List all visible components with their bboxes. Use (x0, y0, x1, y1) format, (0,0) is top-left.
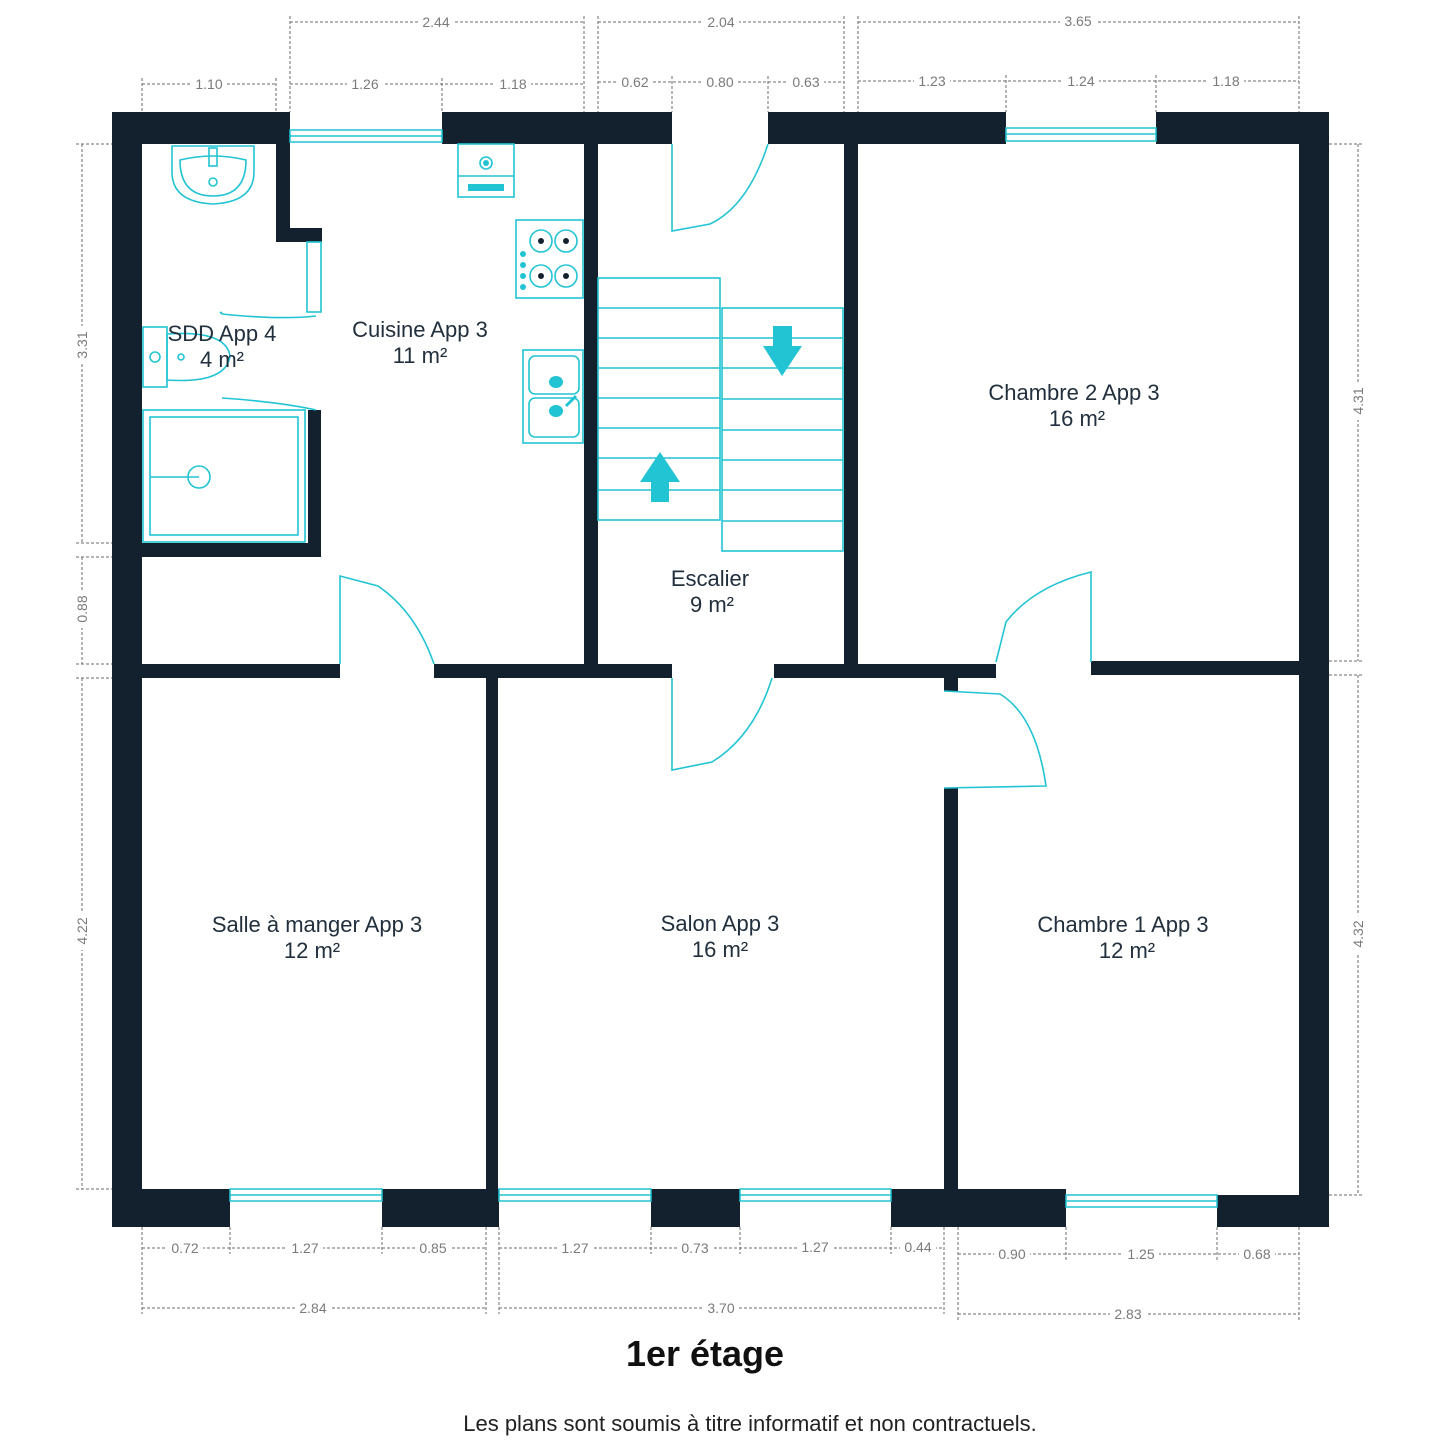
dim-bottom-detail-3: 0.85 (419, 1240, 446, 1256)
room-name-chambre1: Chambre 1 App 3 (1037, 912, 1208, 937)
dim-bottom-detail-5: 0.73 (681, 1240, 708, 1256)
room-area-chambre2: 16 m² (1049, 406, 1105, 431)
dimension-labels: 2.44 2.04 3.65 1.10 1.26 1.18 0.62 0.80 … (73, 12, 1367, 1322)
dim-bottom-detail-1: 0.72 (171, 1240, 198, 1256)
door-chambre2 (995, 570, 1092, 663)
kitchen-sink (522, 349, 584, 444)
dim-left-1: 3.31 (74, 331, 90, 358)
wall-bottom-5 (1217, 1195, 1329, 1227)
wall-mid-3 (774, 664, 996, 678)
room-name-escalier: Escalier (671, 566, 749, 591)
dim-top-detail-2: 1.26 (351, 76, 378, 92)
dim-top-overall-1: 2.44 (422, 14, 449, 30)
dim-bottom-detail-9: 1.25 (1127, 1246, 1154, 1262)
door-sdd-frame (306, 241, 322, 313)
dim-bottom-overall-1: 2.84 (299, 1300, 326, 1316)
door-sdd (221, 313, 317, 319)
dim-top-overall-3: 3.65 (1064, 13, 1091, 29)
room-name-sdd: SDD App 4 (168, 321, 277, 346)
wall-top-2 (442, 112, 672, 144)
wall-mid-4 (1091, 661, 1299, 675)
room-area-sdd: 4 m² (200, 347, 244, 372)
dim-right-1: 4.31 (1350, 387, 1366, 414)
wall-right (1299, 112, 1329, 1227)
door-sdd-stub (219, 311, 223, 315)
walls (112, 112, 1329, 1227)
room-area-cuisine: 11 m² (393, 343, 448, 368)
doors (219, 143, 1092, 789)
wall-salon-chambre1-top (944, 664, 958, 691)
washbasin (171, 145, 255, 205)
dim-top-detail-3: 1.18 (499, 76, 526, 92)
dim-top-detail-1: 1.10 (195, 76, 222, 92)
wall-bottom-2 (382, 1189, 499, 1227)
door-stairs-entry (671, 143, 769, 232)
room-name-salle-a-manger: Salle à manger App 3 (212, 912, 422, 937)
room-name-chambre2: Chambre 2 App 3 (988, 380, 1159, 405)
wall-salon-chambre1 (944, 788, 958, 1227)
door-kitchen (339, 574, 435, 665)
dim-bottom-detail-2: 1.27 (291, 1240, 318, 1256)
wall-sdd-upper (276, 144, 290, 242)
wall-kitchen-stairs (584, 144, 598, 678)
wall-bottom-1 (112, 1189, 230, 1227)
dim-bottom-detail-8: 0.90 (998, 1246, 1025, 1262)
fixtures (142, 143, 844, 552)
dim-bottom-detail-6: 1.27 (801, 1239, 828, 1255)
wall-sdd-ledge (276, 228, 322, 242)
arrow-up-icon (640, 452, 680, 502)
staircase (597, 277, 844, 552)
door-sdd-lower (221, 397, 317, 411)
dim-left-2: 0.88 (74, 595, 90, 622)
room-area-salle-a-manger: 12 m² (284, 938, 340, 963)
disclaimer-text: Les plans sont soumis à titre informatif… (463, 1411, 1037, 1436)
dim-bottom-detail-10: 0.68 (1243, 1246, 1270, 1262)
dim-left-3: 4.22 (74, 917, 90, 944)
room-area-salon: 16 m² (692, 937, 748, 962)
room-name-cuisine: Cuisine App 3 (352, 317, 488, 342)
dim-top-overall-2: 2.04 (707, 14, 734, 30)
floor-title: 1er étage (625, 1333, 785, 1374)
wall-bottom-4 (891, 1189, 1066, 1227)
room-area-chambre1: 12 m² (1099, 938, 1155, 963)
wall-bottom-3 (651, 1189, 740, 1227)
oven (457, 143, 515, 198)
wall-sdd-bottom (142, 543, 321, 557)
windows (229, 127, 1218, 1208)
dim-bottom-detail-7: 0.44 (904, 1239, 931, 1255)
dim-bottom-overall-3: 2.83 (1114, 1306, 1141, 1322)
dim-top-detail-7: 1.23 (918, 73, 945, 89)
room-area-escalier: 9 m² (690, 592, 734, 617)
door-salon (671, 677, 773, 771)
wall-stairs-chambre2 (844, 144, 858, 678)
wall-mid-1 (142, 664, 340, 678)
shower (142, 409, 306, 543)
dim-top-detail-4: 0.62 (621, 74, 648, 90)
room-name-salon: Salon App 3 (661, 911, 780, 936)
room-labels: SDD App 4 4 m² Cuisine App 3 11 m² Escal… (168, 317, 1209, 963)
dim-top-detail-8: 1.24 (1067, 73, 1094, 89)
toilet (142, 326, 231, 388)
dim-top-detail-6: 0.63 (792, 74, 819, 90)
dim-bottom-detail-4: 1.27 (561, 1240, 588, 1256)
wall-left (112, 112, 142, 1227)
wall-salle-salon (486, 678, 498, 1189)
arrow-down-icon (763, 326, 802, 376)
dim-right-2: 4.32 (1350, 920, 1366, 947)
wall-mid-2 (434, 664, 672, 678)
dim-bottom-overall-2: 3.70 (707, 1300, 734, 1316)
door-chambre1 (943, 690, 1047, 789)
dim-top-detail-5: 0.80 (706, 74, 733, 90)
wall-top-3 (768, 112, 1006, 144)
cooktop (515, 219, 584, 299)
wall-sdd-right (308, 410, 321, 557)
dim-top-detail-9: 1.18 (1212, 73, 1239, 89)
